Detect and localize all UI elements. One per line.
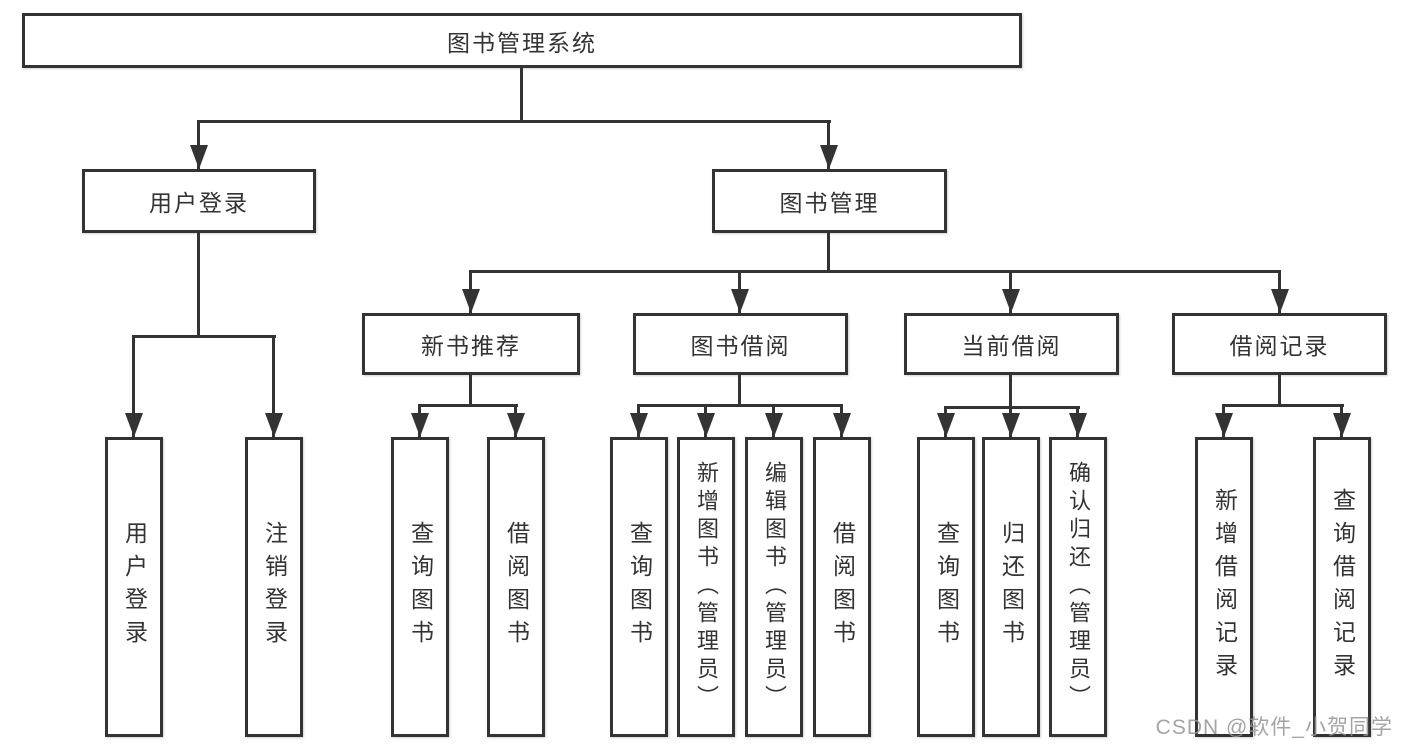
arrow-down-icon (190, 145, 208, 169)
arrow-down-icon (630, 413, 648, 437)
node-borrow-records-label: 借阅记录 (1229, 333, 1330, 359)
node-book-borrowing: 图书借阅 (633, 313, 848, 375)
connector-vline (520, 68, 523, 120)
node-new-book-recommend-label: 新书推荐 (421, 333, 521, 359)
node-library-system-label: 图书管理系统 (447, 29, 597, 56)
leaf-bb-add-books-admin-label: 新增图书（管理员） (694, 461, 719, 713)
node-user-login-label: 用户登录 (149, 190, 249, 216)
leaf-nb-borrow-books-label: 借阅图书 (503, 521, 530, 653)
connector-vline (469, 375, 472, 404)
arrow-down-icon (125, 413, 143, 437)
leaf-bb-edit-books-admin-label: 编辑图书（管理员） (762, 461, 787, 713)
arrow-down-icon (411, 413, 429, 437)
leaf-nb-query-books-label: 查询图书 (407, 521, 434, 653)
leaf-br-add-record-label: 新增借阅记录 (1211, 488, 1238, 686)
node-user-login: 用户登录 (82, 169, 316, 233)
leaf-bb-query-books: 查询图书 (610, 437, 668, 737)
leaf-cb-confirm-return-admin: 确认归还（管理员） (1049, 437, 1107, 737)
connector-vline (132, 335, 135, 437)
arrow-down-icon (1002, 413, 1020, 437)
leaf-nb-borrow-books: 借阅图书 (487, 437, 545, 737)
leaf-cb-confirm-return-admin-label: 确认归还（管理员） (1066, 461, 1091, 713)
connector-vline (738, 375, 741, 404)
arrow-down-icon (765, 413, 783, 437)
connector-hline (1222, 404, 1344, 407)
connector-hline (944, 406, 1080, 409)
connector-hline (132, 335, 276, 338)
connector-vline (1009, 375, 1012, 406)
arrow-down-icon (820, 145, 838, 169)
node-book-borrowing-label: 图书借阅 (690, 333, 791, 359)
node-new-book-recommend: 新书推荐 (362, 313, 580, 375)
arrow-down-icon (833, 413, 851, 437)
arrow-down-icon (1002, 289, 1020, 313)
connector-vline (197, 233, 200, 335)
arrow-down-icon (731, 289, 749, 313)
csdn-watermark: CSDN @软件_小贺同学 (1155, 716, 1393, 739)
node-current-borrowing-label: 当前借阅 (961, 333, 1062, 359)
connector-vline (1278, 375, 1281, 404)
arrow-down-icon (265, 413, 283, 437)
leaf-logout: 注销登录 (245, 437, 303, 737)
arrow-down-icon (1215, 413, 1233, 437)
leaf-bb-borrow-books: 借阅图书 (813, 437, 871, 737)
node-borrow-records: 借阅记录 (1172, 313, 1387, 375)
node-library-system: 图书管理系统 (22, 13, 1022, 68)
connector-hline (637, 404, 843, 407)
leaf-cb-return-books: 归还图书 (982, 437, 1040, 737)
connector-hline (469, 270, 1281, 273)
arrow-down-icon (507, 413, 525, 437)
leaf-br-query-record: 查询借阅记录 (1313, 437, 1371, 737)
leaf-logout-label: 注销登录 (261, 521, 288, 653)
leaf-br-query-record-label: 查询借阅记录 (1329, 488, 1356, 686)
connector-vline (197, 120, 200, 169)
leaf-nb-query-books: 查询图书 (391, 437, 449, 737)
leaf-bb-add-books-admin: 新增图书（管理员） (677, 437, 735, 737)
connector-vline (272, 335, 275, 437)
connector-hline (418, 404, 518, 407)
arrow-down-icon (697, 413, 715, 437)
node-book-management: 图书管理 (712, 169, 947, 233)
leaf-bb-edit-books-admin: 编辑图书（管理员） (745, 437, 803, 737)
arrow-down-icon (462, 289, 480, 313)
arrow-down-icon (1069, 413, 1087, 437)
leaf-user-login: 用户登录 (105, 437, 163, 737)
arrow-down-icon (1333, 413, 1351, 437)
node-current-borrowing: 当前借阅 (904, 313, 1119, 375)
arrow-down-icon (1271, 289, 1289, 313)
leaf-user-login-label: 用户登录 (121, 521, 148, 653)
leaf-cb-query-books: 查询图书 (917, 437, 975, 737)
arrow-down-icon (937, 413, 955, 437)
connector-vline (827, 120, 830, 169)
leaf-cb-return-books-label: 归还图书 (998, 521, 1025, 653)
connector-hline (197, 120, 831, 123)
leaf-bb-query-books-label: 查询图书 (626, 521, 653, 653)
leaf-bb-borrow-books-label: 借阅图书 (829, 521, 856, 653)
connector-vline (827, 233, 830, 270)
leaf-cb-query-books-label: 查询图书 (933, 521, 960, 653)
node-book-management-label: 图书管理 (779, 190, 880, 216)
leaf-br-add-record: 新增借阅记录 (1195, 437, 1253, 737)
